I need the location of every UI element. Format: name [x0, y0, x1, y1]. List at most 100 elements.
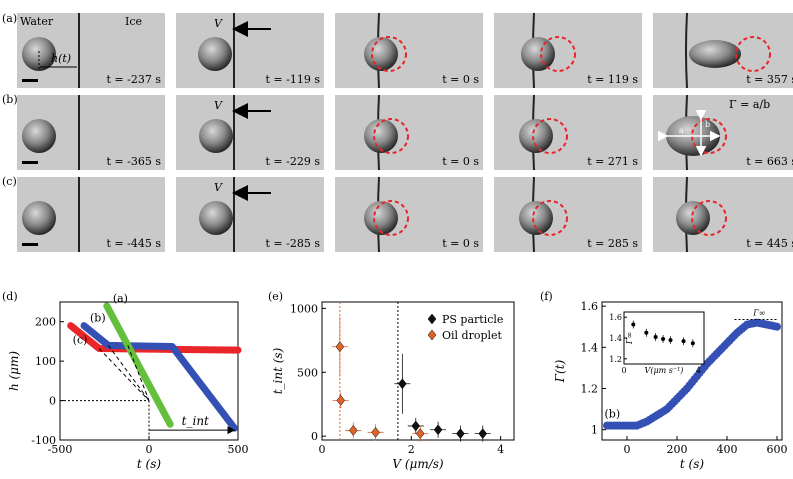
frame-background	[653, 177, 793, 252]
frame-b-2: t = -229 sV	[176, 95, 324, 170]
ice-front	[685, 12, 688, 89]
inset-point-3	[661, 337, 666, 342]
inset-y-tick-label: 1.6	[609, 313, 622, 322]
water-label: Water	[20, 15, 54, 28]
inset-point-1	[644, 330, 649, 335]
x-tick-label: 200	[667, 443, 688, 456]
particle	[676, 201, 710, 235]
particle	[22, 201, 56, 235]
reference-circle	[691, 118, 727, 154]
y-tick-label: 1.6	[581, 300, 599, 313]
frame-a-3: t = 0 s	[335, 12, 483, 89]
frame-b-4: t = 271 s	[494, 94, 642, 171]
scale-bar	[22, 243, 38, 246]
legend-marker-0	[427, 313, 437, 325]
x-tick-label: 600	[767, 443, 788, 456]
x-tick-label: 4	[497, 443, 504, 456]
extrapolation-0	[98, 348, 150, 401]
y-tick-label: -100	[31, 434, 56, 447]
inset-point-4	[668, 338, 673, 343]
frame-c-1: t = -445 s	[17, 176, 165, 252]
timestamp: t = -119 s	[266, 73, 321, 86]
y-tick-label: 200	[35, 316, 56, 329]
particle	[689, 40, 741, 68]
panel-label-a: (a)	[2, 12, 17, 25]
scale-bar	[22, 161, 38, 164]
a-label: a	[679, 126, 684, 135]
particle	[199, 119, 233, 153]
x-axis-label: V (μm/s)	[392, 457, 444, 471]
b-label: b	[705, 120, 710, 129]
frame-c-3: t = 0 s	[335, 176, 483, 253]
legend-marker-1	[427, 329, 437, 341]
particle	[199, 201, 233, 235]
y-tick-label: 0	[311, 430, 318, 443]
curve-label: (b)	[605, 407, 621, 420]
timestamp: t = 285 s	[587, 237, 638, 250]
frame-background	[494, 95, 642, 170]
particle	[22, 37, 56, 71]
series-label-2: (a)	[113, 292, 128, 305]
marker-1-3	[371, 426, 380, 438]
y-tick-label: 1	[591, 424, 598, 437]
marker-1-0	[335, 341, 345, 353]
frame-b-3: t = 0 s	[335, 94, 483, 171]
panel-label-b: (b)	[2, 93, 18, 106]
particle	[364, 201, 398, 235]
inset-y-tick-label: 1.2	[609, 355, 622, 364]
h-label: h(t)	[51, 52, 71, 65]
panel-label-f: (f)	[540, 290, 553, 303]
particle	[22, 119, 56, 153]
x-tick-label: 0	[624, 443, 631, 456]
series-line-1	[80, 322, 238, 432]
x-tick-label: 500	[228, 443, 249, 456]
gamma-def: Γ = a/b	[729, 98, 770, 111]
x-tick-label: 400	[717, 443, 738, 456]
scale-bar	[22, 79, 38, 82]
frame-b-1: t = -365 s	[17, 94, 165, 170]
gamma-inf-label: Γ∞	[752, 308, 765, 317]
inset-point-2	[653, 334, 658, 339]
frame-a-5: t = 357 s	[653, 12, 793, 89]
frame-a-4: t = 119 s	[494, 12, 642, 89]
inset-x-tick-label: 0	[621, 366, 626, 375]
series-line-2	[103, 302, 174, 428]
y-axis-label: h (μm)	[7, 351, 21, 391]
inset-y-label: Γ∞	[625, 332, 634, 345]
particle	[519, 201, 553, 235]
legend-label-0: PS particle	[442, 313, 503, 326]
data-point-68	[773, 322, 781, 331]
marker-1-2	[348, 425, 358, 436]
marker-0-2	[433, 424, 443, 436]
frame-c-5: t = 445 s	[653, 176, 793, 253]
frame-a-2: t = -119 sV	[176, 13, 324, 88]
inset-x-label: V(μm s⁻¹)	[645, 366, 684, 375]
frame-a-1: t = -237 s	[17, 12, 165, 88]
timestamp: t = 357 s	[746, 73, 793, 86]
y-tick-label: 500	[297, 366, 318, 379]
reference-circle	[691, 200, 727, 236]
tint-label: t_int	[182, 414, 209, 428]
marker-0-4	[478, 428, 488, 440]
particle	[521, 37, 555, 71]
inset-y-tick-label: 1.4	[609, 334, 622, 343]
y-tick-label: 0	[49, 395, 56, 408]
particle	[364, 37, 398, 71]
axes-frame	[59, 301, 239, 441]
timestamp: t = 0 s	[442, 237, 479, 250]
panel-label-c: (c)	[2, 175, 17, 188]
x-tick-label: 2	[408, 443, 415, 456]
reference-circle	[532, 200, 568, 236]
y-axis-label: Γ(t)	[553, 359, 567, 383]
inset-point-6	[690, 341, 695, 346]
extrapolation-1	[107, 345, 150, 401]
series-label-0: (c)	[73, 334, 88, 347]
x-tick-label: 0	[146, 443, 153, 456]
ice-label: Ice	[125, 15, 142, 28]
timestamp: t = -229 s	[266, 155, 321, 168]
y-tick-label: 100	[35, 355, 56, 368]
panel-label-e: (e)	[268, 290, 283, 303]
